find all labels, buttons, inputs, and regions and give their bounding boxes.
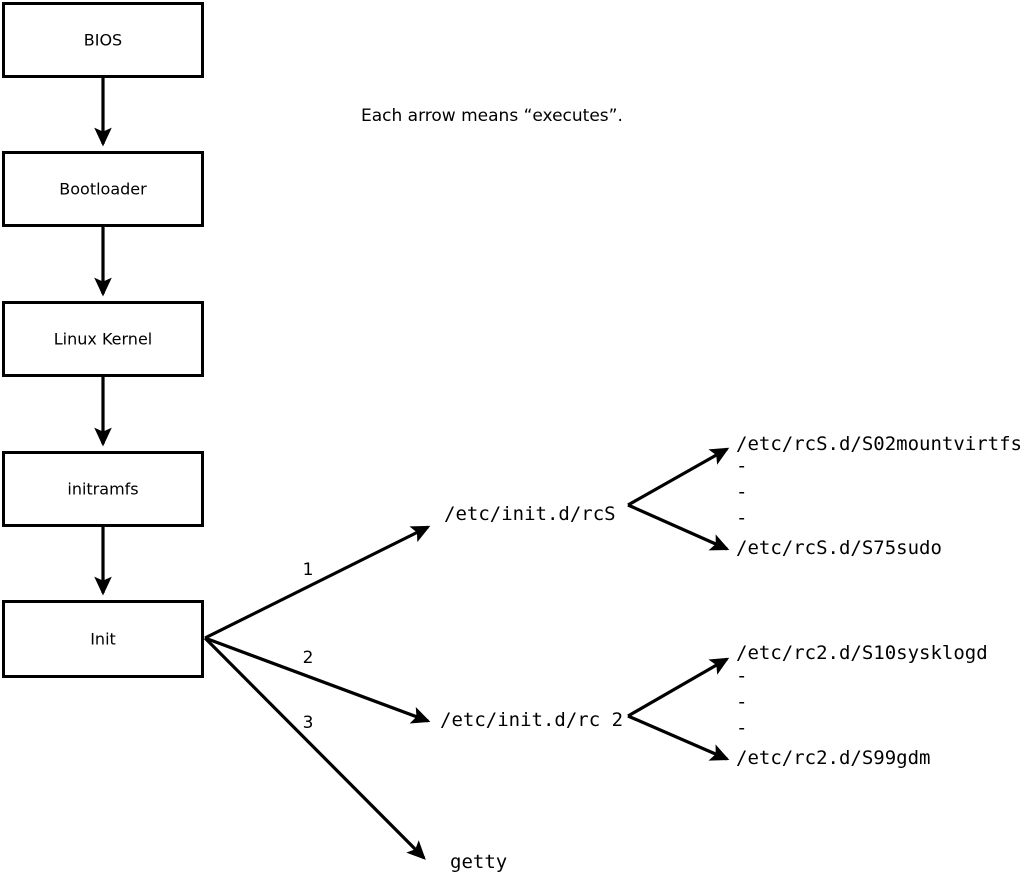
label-getty: getty [450,851,507,873]
label-rcs-first-script: /etc/rcS.d/S02mountvirtfs [736,433,1022,455]
box-initramfs-rect [2,451,204,527]
arrow-rc2-to-first-script [627,657,730,718]
diagram-caption: Each arrow means “executes”. [361,106,623,126]
box-linux-kernel-rect [2,301,204,377]
box-bootloader-rect [2,151,204,227]
label-rc2-last-script: /etc/rc2.d/S99gdm [736,747,930,769]
box-initramfs[interactable]: initramfs [2,451,204,527]
box-bootloader[interactable]: Bootloader [2,151,204,227]
edge-number-1: 1 [303,560,314,580]
rc2-ellipsis-dash-2: - [736,691,747,713]
rc2-ellipsis-dash-1: - [736,665,747,687]
rcs-ellipsis-dash-1: - [736,455,747,477]
box-init-rect [2,600,204,678]
arrow-init-to-rcs [204,525,431,640]
box-linux-kernel-label: Linux Kernel [54,330,152,349]
arrow-init-to-rc2 [204,636,431,724]
box-bios-rect [2,2,204,78]
edge-number-3: 3 [303,713,314,733]
arrow-rcs-to-first-script [627,447,730,507]
box-bootloader-label: Bootloader [59,180,147,199]
box-bios-label: BIOS [84,31,122,50]
box-bios[interactable]: BIOS [2,2,204,78]
label-rc2-first-script: /etc/rc2.d/S10sysklogd [736,642,988,664]
box-init-label: Init [90,630,116,649]
arrow-init-to-getty [203,636,426,860]
edge-number-2: 2 [303,648,314,668]
label-init-d-rc2: /etc/init.d/rc 2 [440,709,623,731]
rcs-ellipsis-dash-3: - [736,507,747,529]
rc2-ellipsis-dash-3: - [736,717,747,739]
rcs-ellipsis-dash-2: - [736,481,747,503]
arrow-rc2-to-last-script [627,714,730,761]
box-linux-kernel[interactable]: Linux Kernel [2,301,204,377]
label-init-d-rcs: /etc/init.d/rcS [444,503,616,525]
box-initramfs-label: initramfs [67,480,138,499]
arrow-rcs-to-last-script [627,503,730,551]
box-init[interactable]: Init [2,600,204,678]
label-rcs-last-script: /etc/rcS.d/S75sudo [736,537,942,559]
